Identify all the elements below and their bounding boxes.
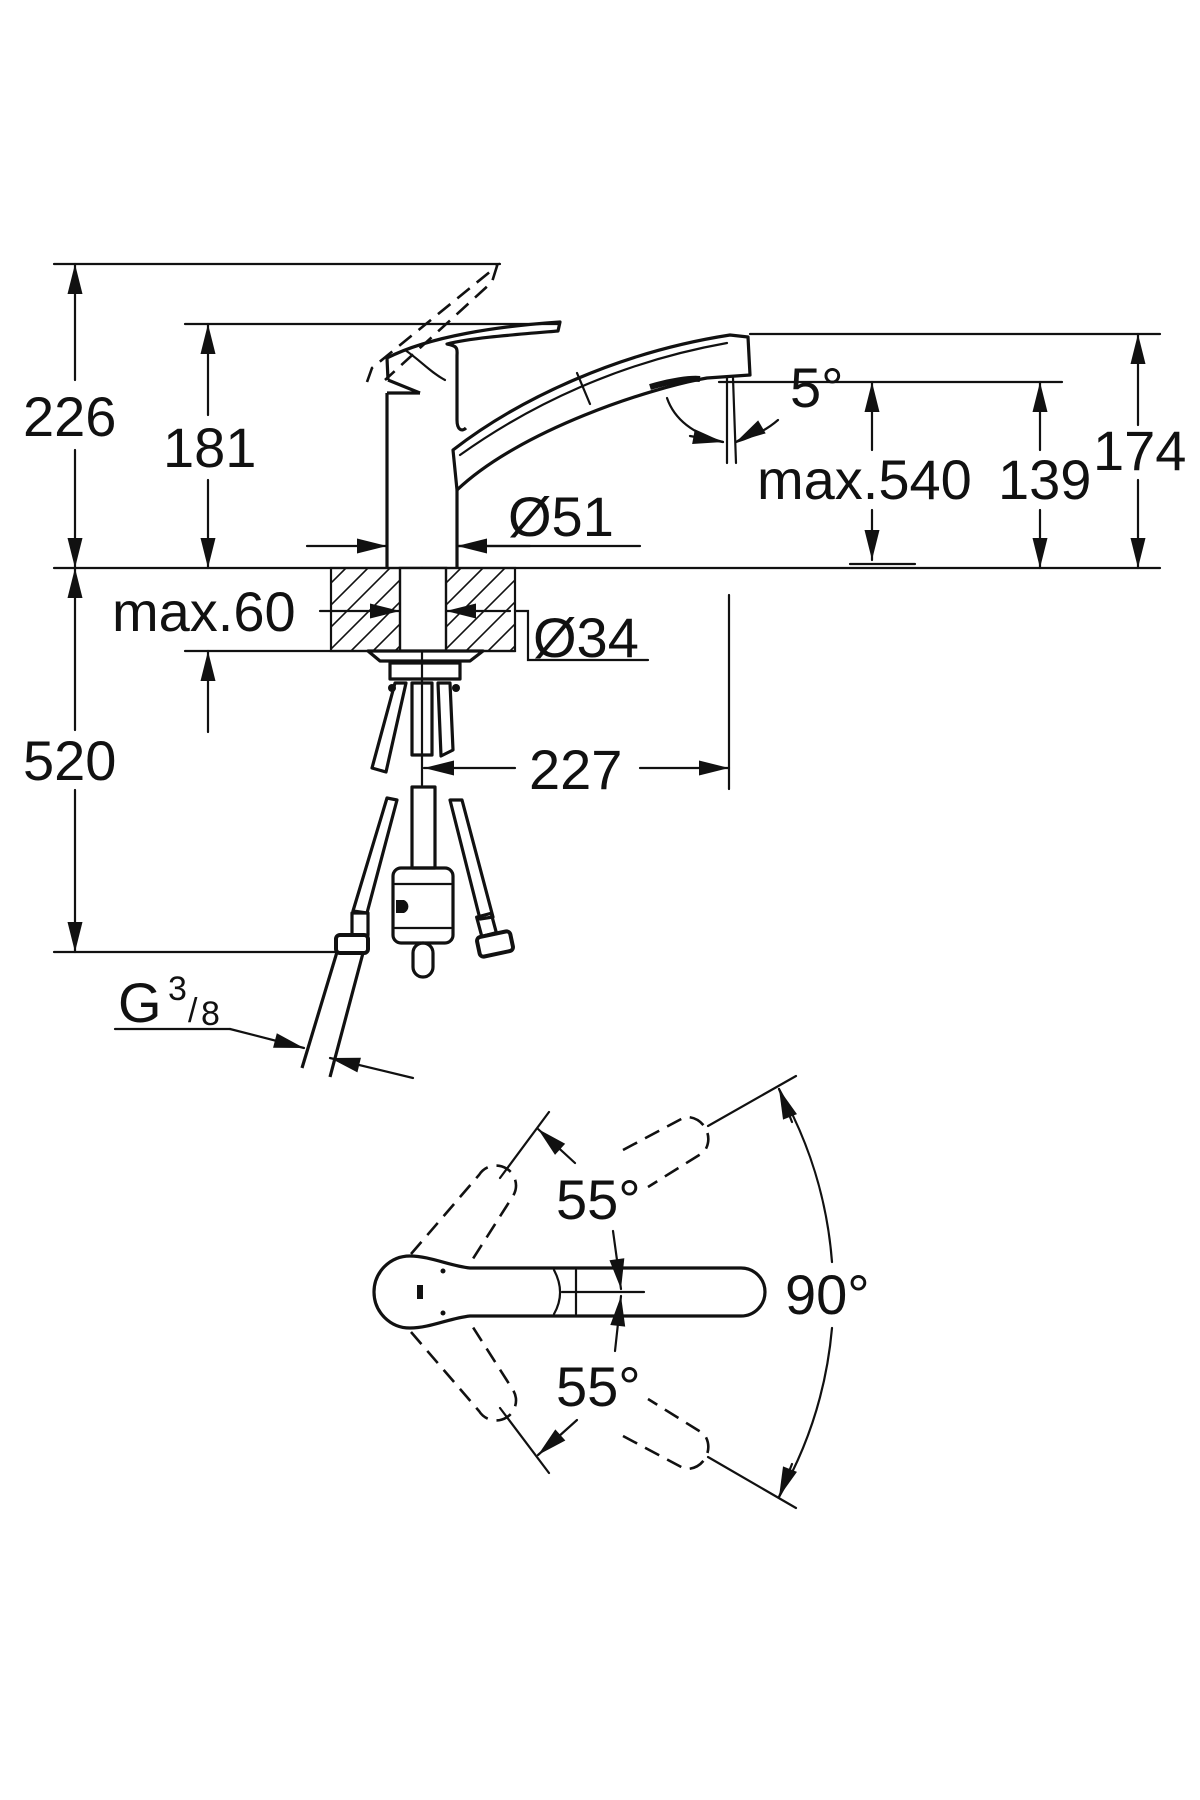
dimension-lines	[113, 396, 780, 1031]
supply-hose-left	[300, 796, 399, 1078]
mounting-assembly	[366, 649, 485, 692]
lever-handle	[385, 320, 562, 432]
spout	[451, 333, 752, 492]
dim-max60: max.60	[112, 580, 296, 643]
arrowhead-icon	[1130, 538, 1146, 568]
dim-max540: max.540	[757, 448, 972, 511]
angle-55-lower: 55°	[556, 1355, 641, 1418]
thread-slash: /	[188, 992, 198, 1030]
dim-226: 226	[23, 385, 116, 448]
arrowhead-icon	[864, 382, 880, 412]
arrowhead-icon	[273, 1033, 304, 1048]
arrowhead-icon	[200, 651, 216, 681]
arrowhead-icon	[610, 1296, 626, 1327]
arrowhead-icon	[67, 264, 83, 294]
arrowhead-icon	[779, 1466, 797, 1497]
dim-5-degrees: 5°	[790, 356, 844, 419]
angle-55-upper: 55°	[556, 1168, 641, 1231]
hatch-line	[331, 568, 347, 585]
dim-d51: Ø51	[508, 485, 614, 548]
arrowhead-icon	[1130, 334, 1146, 364]
angle-90: 90°	[785, 1263, 870, 1326]
supply-hose-right	[448, 798, 515, 959]
thread-numerator: 3	[168, 970, 187, 1008]
hatch-line	[439, 568, 522, 651]
arrowhead-icon	[330, 1057, 361, 1073]
arrowhead-icon	[1032, 382, 1048, 412]
dim-181: 181	[163, 416, 256, 479]
arrowhead-icon	[538, 1129, 566, 1155]
drawing-geometry	[52, 262, 1162, 1510]
arrowhead-icon	[699, 760, 729, 776]
spray-direction-lines	[725, 376, 738, 465]
dim-227: 227	[529, 738, 622, 801]
pull-out-hose-weight	[391, 785, 455, 979]
arrowhead-icon	[67, 922, 83, 952]
arrowhead-icon	[457, 538, 487, 554]
arrowhead-icon	[200, 538, 216, 568]
lever-top-view	[372, 1254, 767, 1330]
arrowhead-icon	[864, 530, 880, 560]
arrowhead-icon	[538, 1429, 566, 1455]
mounting-pipe	[398, 566, 448, 653]
arrowhead-icon	[200, 324, 216, 354]
arrowhead-icon	[357, 538, 387, 554]
hatch-line	[465, 600, 515, 651]
hatch-line	[446, 568, 484, 607]
dim-520: 520	[23, 729, 116, 792]
hatch-line	[331, 568, 391, 629]
thread-letter: G	[118, 971, 162, 1034]
hatch-line	[372, 622, 400, 651]
hatch-line	[446, 578, 515, 651]
thread-denominator: 8	[201, 995, 220, 1033]
arrowhead-icon	[609, 1258, 625, 1289]
arrowhead-icon	[67, 538, 83, 568]
dimension-arrows	[67, 262, 1146, 1499]
arrowhead-icon	[1032, 538, 1048, 568]
arrowhead-icon	[779, 1089, 797, 1120]
arrowhead-icon	[424, 760, 454, 776]
dim-d34: Ø34	[533, 606, 639, 669]
lever-raised-outline	[365, 262, 500, 383]
faucet-body	[385, 391, 459, 568]
arrowhead-icon	[736, 420, 766, 442]
dim-139: 139	[998, 448, 1091, 511]
supply-hoses-upper	[370, 681, 455, 774]
hatch-line	[487, 622, 515, 651]
arrowhead-icon	[370, 603, 400, 619]
arrowhead-icon	[446, 603, 476, 619]
hatch-line	[331, 568, 369, 607]
arrowhead-icon	[67, 568, 83, 598]
arrowhead-icon	[692, 429, 723, 445]
dim-174: 174	[1093, 419, 1186, 482]
